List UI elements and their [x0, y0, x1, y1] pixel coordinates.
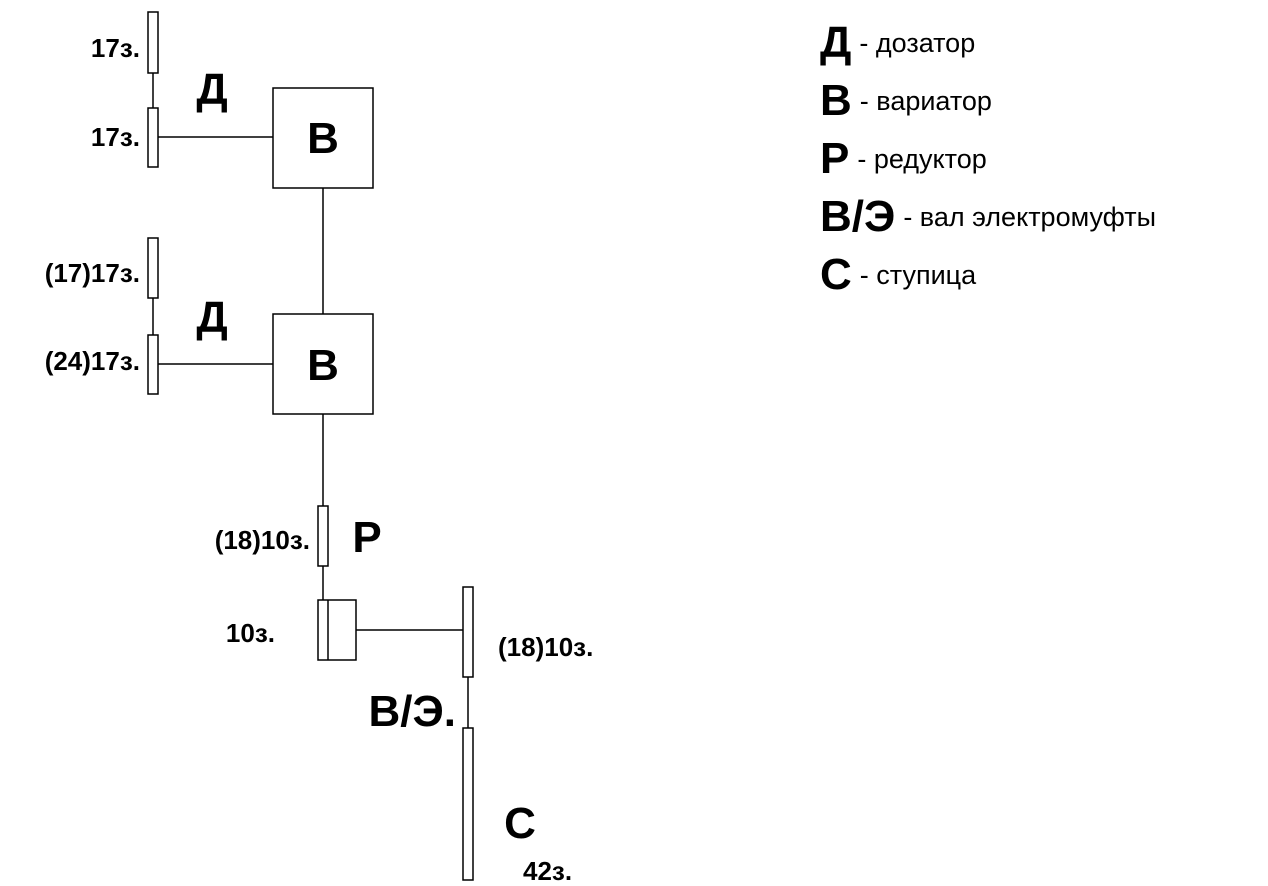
gear: [147, 107, 159, 168]
legend-code: В: [820, 76, 852, 125]
variator-box: [272, 313, 374, 415]
legend-item: С - ступица: [820, 246, 1156, 304]
legend-desc: - вал электромуфты: [903, 201, 1157, 232]
variator-label: В: [307, 114, 339, 163]
variator-box: [272, 87, 374, 189]
gear: [147, 334, 159, 395]
teeth-label: 10з.: [226, 618, 275, 648]
legend-code: Р: [820, 134, 850, 183]
teeth-label: (18)10з.: [215, 525, 310, 555]
variator-label: В: [307, 341, 339, 390]
legend-code: С: [820, 250, 852, 299]
teeth-label: (17)17з.: [45, 258, 140, 288]
hub-label: С: [504, 799, 536, 848]
gear: [317, 505, 329, 567]
shaft-label: В/Э.: [368, 687, 456, 736]
legend-item: В/Э - вал электромуфты: [820, 188, 1156, 246]
teeth-label: 17з.: [91, 122, 140, 152]
legend-desc: - ступица: [859, 259, 977, 290]
doser-label: Д: [196, 293, 227, 342]
teeth-label: 42з.: [523, 856, 572, 886]
teeth-label: 17з.: [91, 33, 140, 63]
reducer-label: Р: [352, 513, 381, 562]
legend: Д - дозатор В - вариатор Р - редуктор В/…: [820, 14, 1156, 304]
gear: [462, 586, 474, 678]
teeth-label: (18)10з.: [498, 632, 593, 662]
legend-code: Д: [820, 18, 852, 67]
hub-gear: [462, 727, 474, 881]
doser-label: Д: [196, 65, 227, 114]
gear: [147, 11, 159, 74]
legend-item: Р - редуктор: [820, 130, 1156, 188]
legend-item: В - вариатор: [820, 72, 1156, 130]
gear-double: [317, 599, 357, 661]
teeth-label: (24)17з.: [45, 346, 140, 376]
legend-desc: - дозатор: [859, 27, 976, 58]
legend-item: Д - дозатор: [820, 14, 1156, 72]
legend-desc: - редуктор: [857, 143, 987, 174]
legend-desc: - вариатор: [859, 85, 992, 116]
legend-code: В/Э: [820, 192, 896, 241]
gear: [147, 237, 159, 299]
